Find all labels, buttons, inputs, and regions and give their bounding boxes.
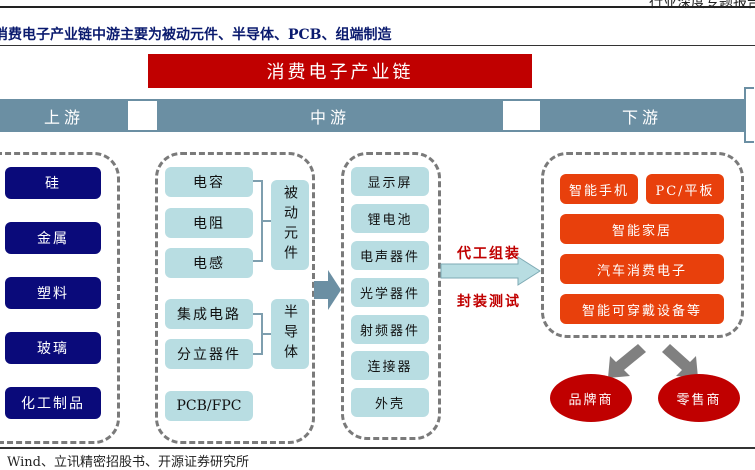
downstream-item: 汽车消费电子	[560, 254, 724, 284]
passive-group-label: 被动元件	[271, 180, 309, 270]
channel-retailer: 零售商	[658, 374, 740, 422]
stage-connector-2	[503, 99, 540, 132]
process-arrow-icon	[440, 256, 541, 286]
source-note: ：Wind、立讯精密招股书、开源证券研究所	[0, 455, 249, 470]
chain-banner: 消费电子产业链	[148, 54, 532, 88]
upstream-item: 玻璃	[5, 332, 101, 364]
channel-arrows-icon	[608, 344, 698, 378]
passive-item: 电感	[165, 248, 253, 278]
semiconductor-item: 分立器件	[165, 339, 253, 369]
passive-item: 电容	[165, 167, 253, 197]
downstream-group	[541, 152, 744, 338]
process-label-assembly: 代工组装	[457, 246, 521, 262]
passive-bracket-stem	[263, 220, 271, 222]
upstream-group	[0, 152, 120, 444]
component-item: 连接器	[351, 351, 429, 380]
midstream-components-group	[341, 152, 441, 440]
upstream-item: 硅	[5, 167, 101, 199]
component-item: 显示屏	[351, 167, 429, 196]
passive-item: 电阻	[165, 208, 253, 238]
title-rule	[0, 45, 755, 46]
channel-brand: 品牌商	[550, 374, 632, 422]
stage-downstream: 下游	[540, 99, 744, 132]
semiconductor-bracket-stem	[263, 333, 271, 335]
downstream-item: 智能家居	[560, 214, 724, 244]
right-arrow-icon	[314, 270, 341, 310]
semiconductor-group-label: 半导体	[271, 299, 309, 369]
upstream-item: 化工制品	[5, 387, 101, 419]
semiconductor-item: 集成电路	[165, 299, 253, 329]
component-item: 锂电池	[351, 204, 429, 233]
footer-rule	[0, 447, 755, 449]
component-item: 光学器件	[351, 278, 429, 307]
process-label-packaging: 封装测试	[457, 294, 521, 310]
passive-bracket	[253, 180, 263, 262]
midstream-core-group	[155, 152, 315, 444]
upstream-item: 塑料	[5, 277, 101, 309]
figure-title: 消费电子产业链中游主要为被动元件、半导体、PCB、组端制造	[0, 27, 392, 43]
pcb-item: PCB/FPC	[165, 391, 253, 421]
semiconductor-bracket	[253, 313, 263, 355]
component-item: 外壳	[351, 388, 429, 417]
stage-midstream: 中游	[157, 99, 503, 132]
stage-connector-1	[128, 99, 158, 132]
downstream-item: 智能手机	[560, 174, 638, 204]
component-item: 电声器件	[351, 241, 429, 270]
stage-upstream: 上游	[0, 99, 128, 132]
stage-connector-3	[744, 87, 754, 143]
downstream-item: 智能可穿戴设备等	[560, 294, 724, 324]
report-header-tag: 行业深度专题报告	[649, 0, 755, 12]
component-item: 射频器件	[351, 315, 429, 344]
downstream-item: PC/平板	[646, 174, 724, 204]
upstream-item: 金属	[5, 222, 101, 254]
header-rule	[0, 6, 755, 8]
